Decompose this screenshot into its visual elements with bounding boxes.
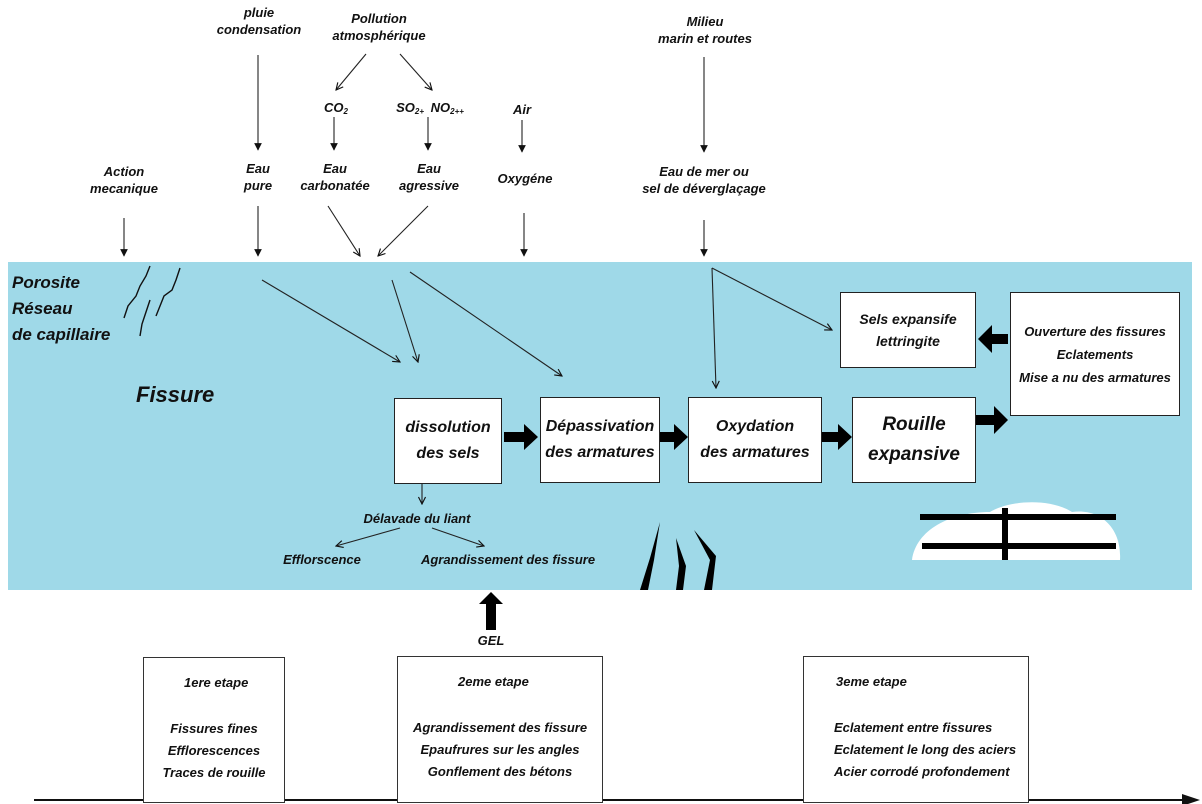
- stage-1: 1ere etape Fissures fines Efflorescences…: [143, 657, 285, 803]
- eau-agressive: Eau agressive: [399, 161, 459, 193]
- co2-label: CO2: [324, 100, 348, 116]
- action-mecanique: Action mecanique: [90, 164, 158, 196]
- delavade-label: Délavade du liant: [363, 511, 471, 526]
- box-sels: Sels expansife lettringite: [840, 292, 976, 368]
- box-depassivation: Dépassivation des armatures: [540, 397, 660, 483]
- so2-no2-label: SO2+ NO2++: [396, 100, 464, 116]
- stage-2: 2eme etape Agrandissement des fissure Ep…: [397, 656, 603, 803]
- source-milieu: Milieu marin et routes: [658, 14, 752, 46]
- stage-2-lines: Agrandissement des fissure Epaufrures su…: [412, 720, 588, 779]
- porosite-label: Porosite Réseau de capillaire: [12, 273, 111, 344]
- stage-2-title: 2eme etape: [458, 674, 529, 689]
- eau-pure: Eau pure: [243, 161, 273, 193]
- stage-3-title: 3eme etape: [836, 674, 907, 689]
- box-rouille: Rouille expansive: [852, 397, 976, 483]
- oxygene: Oxygéne: [497, 171, 553, 186]
- eau-carbonatee: Eau carbonatée: [300, 161, 370, 193]
- agrandissement-label: Agrandissement des fissure: [420, 552, 596, 567]
- gel-label: GEL: [477, 633, 505, 648]
- stage-1-title: 1ere etape: [184, 675, 249, 690]
- eau-de-mer: Eau de mer ou sel de déverglaçage: [642, 164, 766, 196]
- source-air: Air: [512, 102, 532, 117]
- box-ouverture: Ouverture des fissures Eclatements Mise …: [1010, 292, 1180, 416]
- efflorscence-label: Efflorscence: [283, 552, 361, 567]
- source-pluie: pluie condensation: [216, 5, 302, 37]
- fissure-label: Fissure: [136, 382, 215, 407]
- stage-1-lines: Fissures fines Efflorescences Traces de …: [162, 721, 266, 780]
- stage-3-lines: Eclatement entre fissures Eclatement le …: [834, 720, 1017, 779]
- source-pollution: Pollution atmosphérique: [332, 11, 426, 43]
- stage-3: 3eme etape Eclatement entre fissures Ecl…: [803, 656, 1029, 803]
- box-oxydation: Oxydation des armatures: [688, 397, 822, 483]
- box-dissolution: dissolution des sels: [394, 398, 502, 484]
